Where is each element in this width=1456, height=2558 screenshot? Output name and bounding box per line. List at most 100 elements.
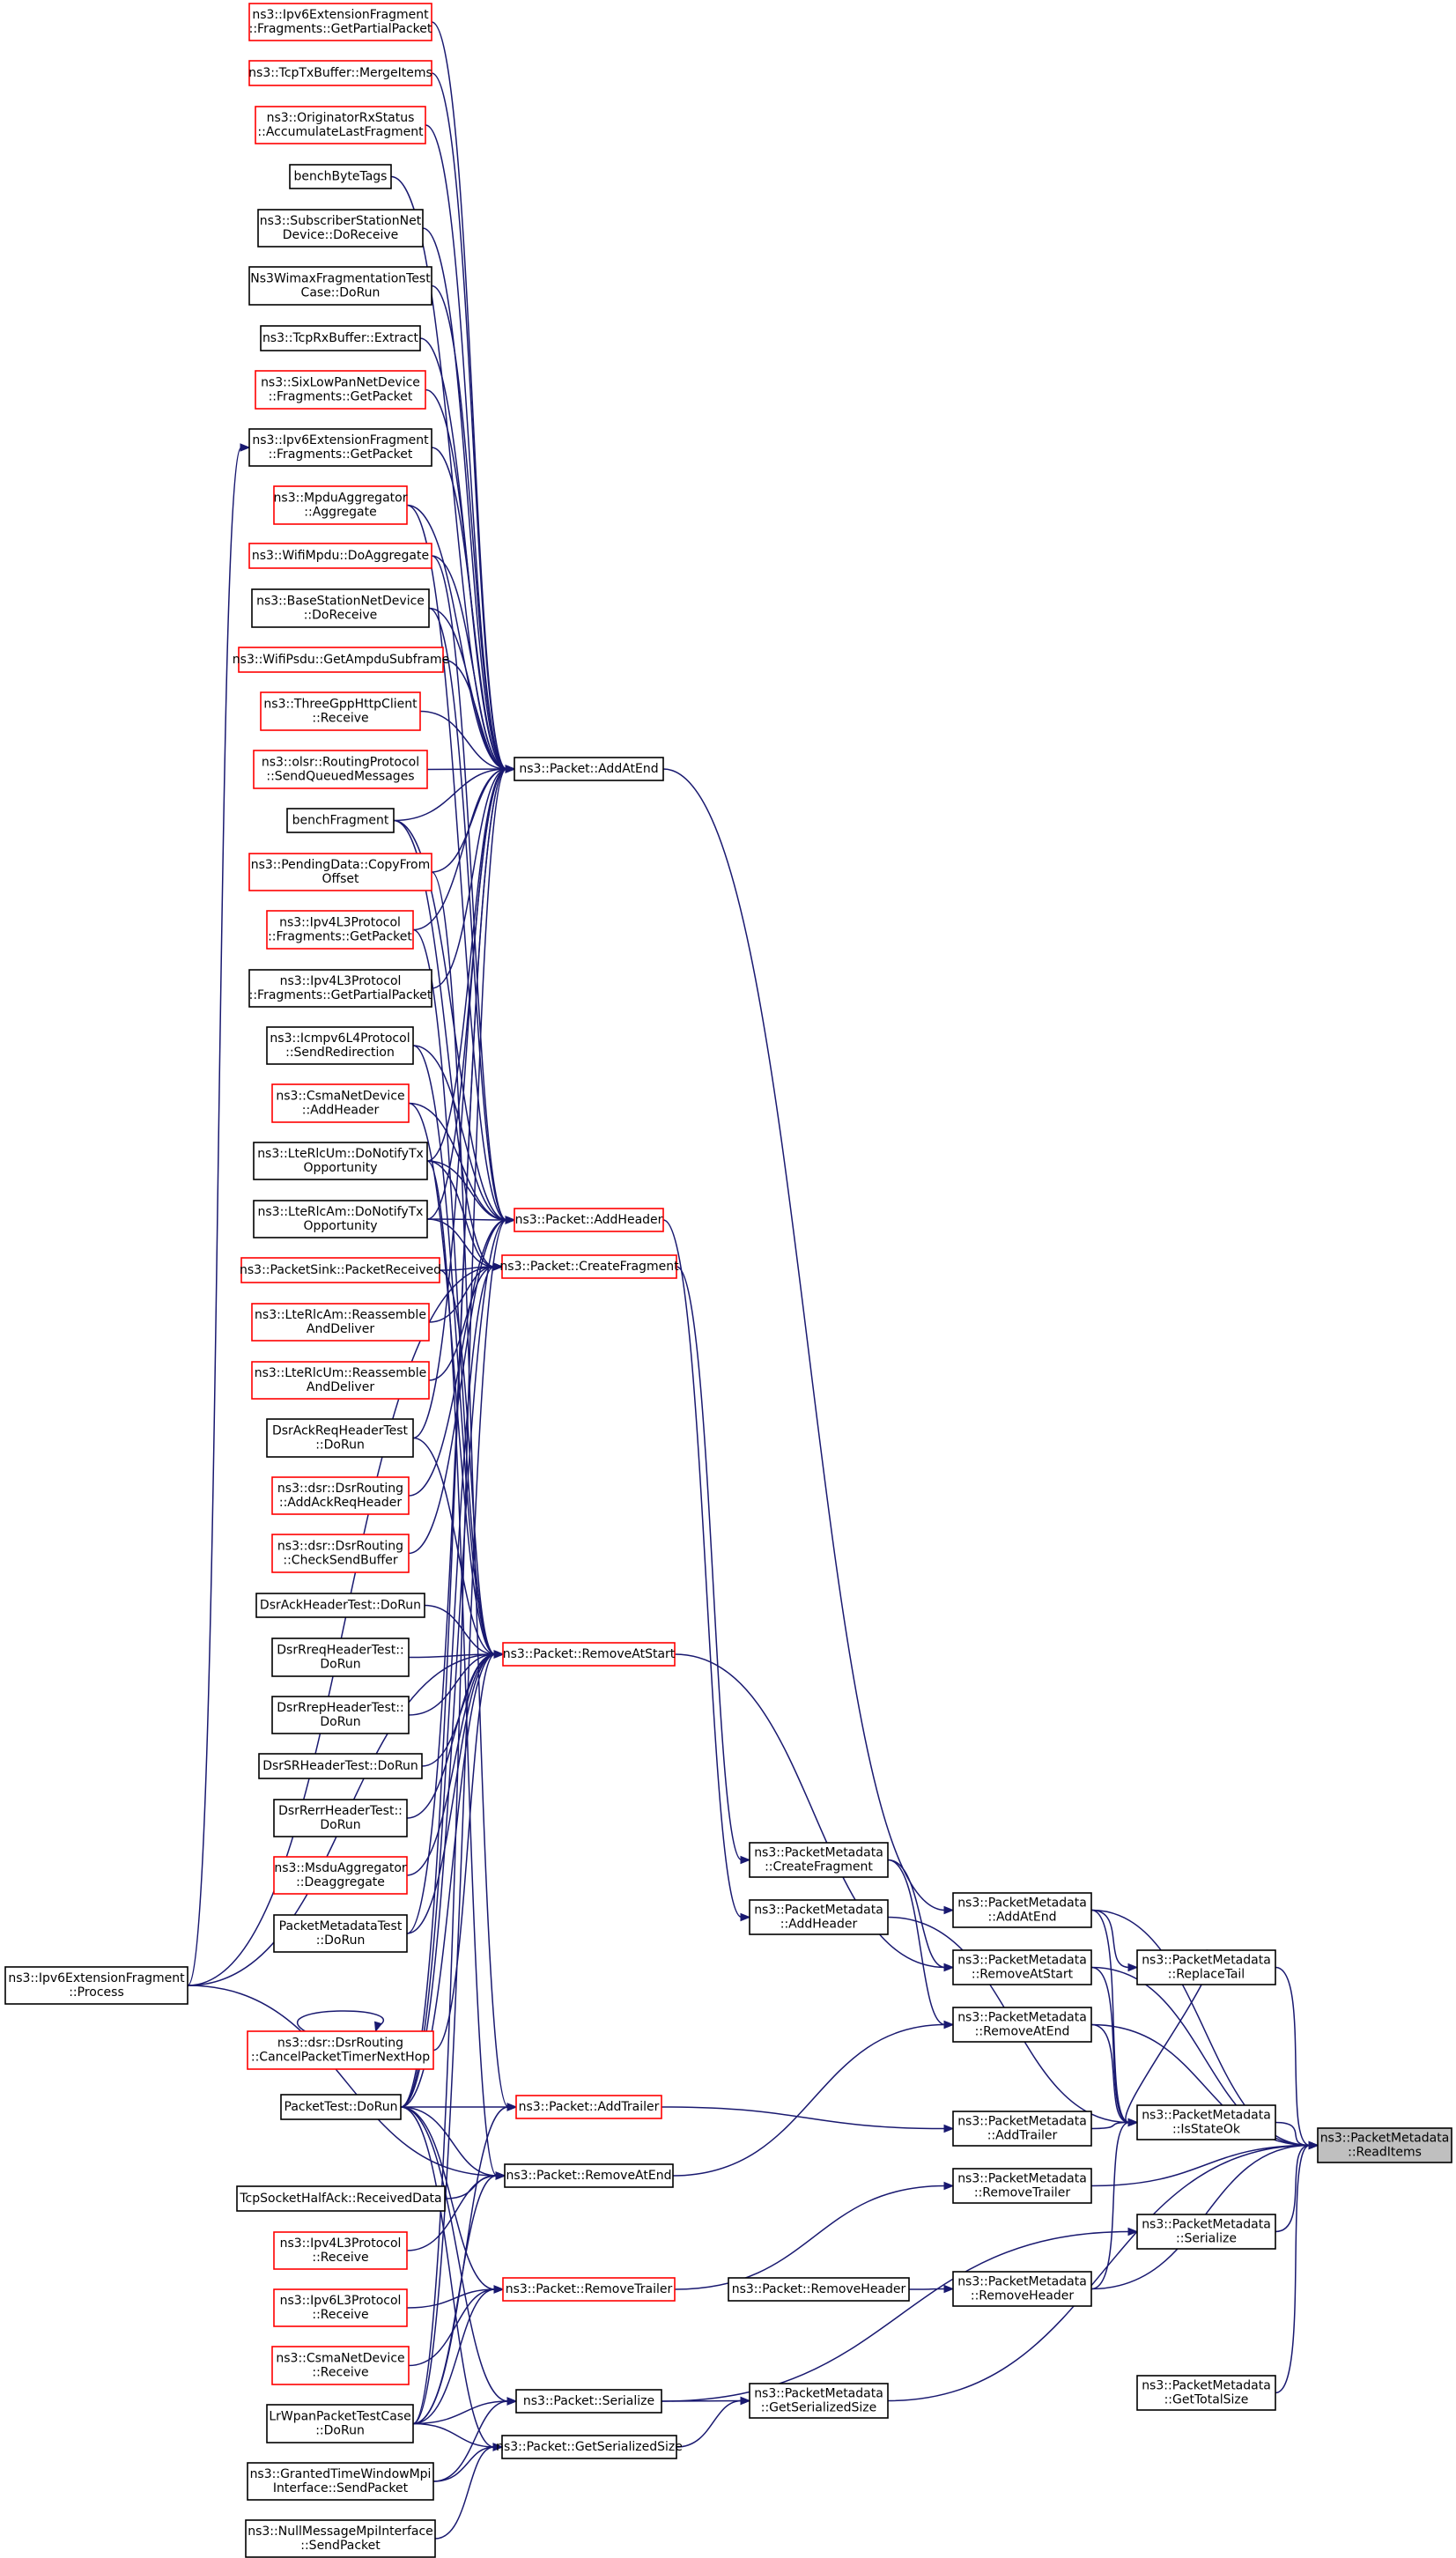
node-msduDeagg[interactable]: ns3::MsduAggregator::Deaggregate — [273, 1856, 408, 1895]
node-pRemoveAtStart[interactable]: ns3::Packet::RemoveAtStart — [502, 1642, 676, 1667]
node-label-line: ns3::GrantedTimeWindowMpi — [250, 2467, 432, 2481]
node-lrwpan[interactable]: LrWpanPacketTestCase::DoRun — [266, 2404, 414, 2443]
node-box — [253, 750, 428, 789]
node-pSerialize[interactable]: ns3::Packet::Serialize — [515, 2389, 662, 2414]
node-wifiMpdu[interactable]: ns3::WifiMpdu::DoAggregate — [248, 543, 432, 569]
node-box — [255, 370, 426, 410]
node-dsrRrepTest[interactable]: DsrRrepHeaderTest::DoRun — [271, 1696, 410, 1734]
node-ipv6Process[interactable]: ns3::Ipv6ExtensionFragment::Process — [4, 1966, 188, 2005]
node-dsrAddAck[interactable]: ns3::dsr::DsrRouting::AddAckReqHeader — [271, 1476, 410, 1515]
node-pGetSerSize[interactable]: ns3::Packet::GetSerializedSize — [496, 2435, 683, 2459]
node-box — [515, 2095, 662, 2119]
node-pmRemoveAtStart[interactable]: ns3::PacketMetadata::RemoveAtStart — [952, 1949, 1092, 1985]
node-label-line: Interface::SendPacket — [273, 2481, 409, 2495]
node-origAccum[interactable]: ns3::OriginatorRxStatus::AccumulateLastF… — [255, 106, 426, 144]
node-baseStation[interactable]: ns3::BaseStationNetDevice::DoReceive — [251, 588, 430, 628]
edge-line — [1090, 1966, 1130, 2124]
node-pRemoveHeader[interactable]: ns3::Packet::RemoveHeader — [728, 2277, 910, 2302]
node-pmGetSerSize[interactable]: ns3::PacketMetadata::GetSerializedSize — [749, 2383, 889, 2419]
node-mpduAgg[interactable]: ns3::MpduAggregator::Aggregate — [273, 485, 408, 525]
node-subStation[interactable]: ns3::SubscriberStationNetDevice::DoRecei… — [257, 209, 424, 248]
node-pmRemoveTrailer[interactable]: ns3::PacketMetadata::RemoveTrailer — [952, 2168, 1092, 2204]
edge-line — [431, 871, 509, 2108]
edge-arrowhead — [373, 2021, 383, 2033]
node-dsrAckTest[interactable]: DsrAckHeaderTest::DoRun — [255, 1593, 425, 1618]
node-pCreateFrag[interactable]: ns3::Packet::CreateFragment — [499, 1254, 679, 1279]
node-pmRemoveAtEnd[interactable]: ns3::PacketMetadata::RemoveAtEnd — [952, 2007, 1092, 2043]
node-dsrRreqTest[interactable]: DsrRreqHeaderTest::DoRun — [271, 1638, 410, 1677]
node-box — [273, 1914, 408, 1953]
node-label-line: ::Fragments::GetPartialPacket — [249, 988, 432, 1002]
node-tcpHalfAck[interactable]: TcpSocketHalfAck::ReceivedData — [236, 2185, 446, 2212]
node-olsr[interactable]: ns3::olsr::RoutingProtocol::SendQueuedMe… — [253, 750, 428, 789]
node-pmReadItems[interactable]: ns3::PacketMetadata::ReadItems — [1317, 2127, 1452, 2163]
node-dsrCheckSend[interactable]: ns3::dsr::DsrRouting::CheckSendBuffer — [271, 1534, 410, 1573]
node-benchByteTags[interactable]: benchByteTags — [289, 164, 392, 189]
node-nullMsg[interactable]: ns3::NullMessageMpiInterface::SendPacket — [245, 2519, 436, 2558]
node-packetSink[interactable]: ns3::PacketSink::PacketReceived — [240, 1257, 441, 1283]
node-pmTest[interactable]: PacketMetadataTest::DoRun — [273, 1914, 408, 1953]
node-ipv4GetPartial[interactable]: ns3::Ipv4L3Protocol::Fragments::GetParti… — [248, 969, 432, 1008]
node-dsrAckReqTest[interactable]: DsrAckReqHeaderTest::DoRun — [266, 1418, 414, 1458]
node-pmRemoveHeader[interactable]: ns3::PacketMetadata::RemoveHeader — [952, 2271, 1092, 2307]
node-dsrSRTest[interactable]: DsrSRHeaderTest::DoRun — [258, 1753, 423, 1779]
node-pmReplaceTail[interactable]: ns3::PacketMetadata::ReplaceTail — [1136, 1949, 1276, 1985]
node-label-line: ns3::PacketMetadata — [957, 1896, 1087, 1911]
edge-pAddTrailer-to-pmAddTrailer — [661, 2106, 955, 2133]
edge-lrwpan-to-pRemoveTrailer — [412, 2285, 505, 2425]
node-ipv6GetPacket[interactable]: ns3::Ipv6ExtensionFragment::Fragments::G… — [248, 428, 432, 467]
node-pmCreateFrag[interactable]: ns3::PacketMetadata::CreateFragment — [749, 1842, 889, 1878]
node-benchFragment[interactable]: benchFragment — [286, 808, 395, 833]
node-pmAddAtEnd[interactable]: ns3::PacketMetadata::AddAtEnd — [952, 1892, 1092, 1928]
node-ipv4Receive[interactable]: ns3::Ipv4L3Protocol::Receive — [273, 2231, 408, 2270]
node-box — [255, 1593, 425, 1618]
node-pAddTrailer[interactable]: ns3::Packet::AddTrailer — [515, 2095, 662, 2119]
edge-baseStation-to-pAddHeader — [428, 607, 516, 1224]
node-pmAddTrailer[interactable]: ns3::PacketMetadata::AddTrailer — [952, 2111, 1092, 2147]
edge-line — [412, 1219, 507, 2425]
node-pmAddHeader[interactable]: ns3::PacketMetadata::AddHeader — [749, 1899, 889, 1935]
node-wifiPsdu[interactable]: ns3::WifiPsdu::GetAmpduSubframe — [233, 647, 449, 673]
node-ipv4GetPacket[interactable]: ns3::Ipv4L3Protocol::Fragments::GetPacke… — [266, 910, 414, 950]
node-box — [255, 106, 426, 144]
node-dsrRerrTest[interactable]: DsrRerrHeaderTest::DoRun — [273, 1799, 408, 1837]
node-dsrCancel[interactable]: ns3::dsr::DsrRouting::CancelPacketTimerN… — [247, 2030, 434, 2070]
node-tcpRxExtract[interactable]: ns3::TcpRxBuffer::Extract — [260, 325, 421, 351]
node-label-line: ::AddHeader — [302, 1104, 380, 1118]
node-csmaAddHeader[interactable]: ns3::CsmaNetDevice::AddHeader — [271, 1083, 410, 1123]
node-box — [1136, 2104, 1276, 2140]
edge-arrowhead — [943, 2181, 955, 2191]
node-ipv6GetPartial[interactable]: ns3::Ipv6ExtensionFragment::Fragments::G… — [248, 3, 432, 41]
edge-line — [431, 285, 507, 770]
node-pmGetTotalSize[interactable]: ns3::PacketMetadata::GetTotalSize — [1136, 2375, 1276, 2411]
node-label-line: ns3::dsr::DsrRouting — [277, 2037, 403, 2051]
node-pAddAtEnd[interactable]: ns3::Packet::AddAtEnd — [514, 757, 664, 781]
node-icmpv6[interactable]: ns3::Icmpv6L4Protocol::SendRedirection — [266, 1026, 414, 1065]
node-box — [260, 691, 421, 731]
node-ipv6Receive[interactable]: ns3::Ipv6L3Protocol::Receive — [273, 2288, 408, 2327]
edge-arrowhead — [506, 2103, 518, 2111]
node-threeGpp[interactable]: ns3::ThreeGppHttpClient::Receive — [260, 691, 421, 731]
node-packetTest[interactable]: PacketTest::DoRun — [280, 2094, 402, 2120]
node-label-line: benchByteTags — [294, 170, 388, 184]
edge-line — [676, 2399, 743, 2448]
edge-line — [887, 1859, 946, 2026]
node-pmSerialize[interactable]: ns3::PacketMetadata::Serialize — [1136, 2214, 1276, 2250]
edge-line — [406, 1653, 496, 1876]
node-tcpTxMerge[interactable]: ns3::TcpTxBuffer::MergeItems — [248, 60, 432, 86]
node-sixLow[interactable]: ns3::SixLowPanNetDevice::Fragments::GetP… — [255, 370, 426, 410]
node-csmaReceive[interactable]: ns3::CsmaNetDevice::Receive — [271, 2346, 410, 2385]
node-pmIsStateOk[interactable]: ns3::PacketMetadata::IsStateOk — [1136, 2104, 1276, 2140]
node-grantedTime[interactable]: ns3::GrantedTimeWindowMpiInterface::Send… — [247, 2462, 434, 2501]
node-pRemoveAtEnd[interactable]: ns3::Packet::RemoveAtEnd — [504, 2163, 674, 2188]
node-label-line: ::ReplaceTail — [1168, 1968, 1245, 1982]
node-pAddHeader[interactable]: ns3::Packet::AddHeader — [514, 1208, 664, 1232]
edge-arrowhead — [492, 2443, 504, 2451]
node-pRemoveTrailer[interactable]: ns3::Packet::RemoveTrailer — [502, 2277, 676, 2302]
